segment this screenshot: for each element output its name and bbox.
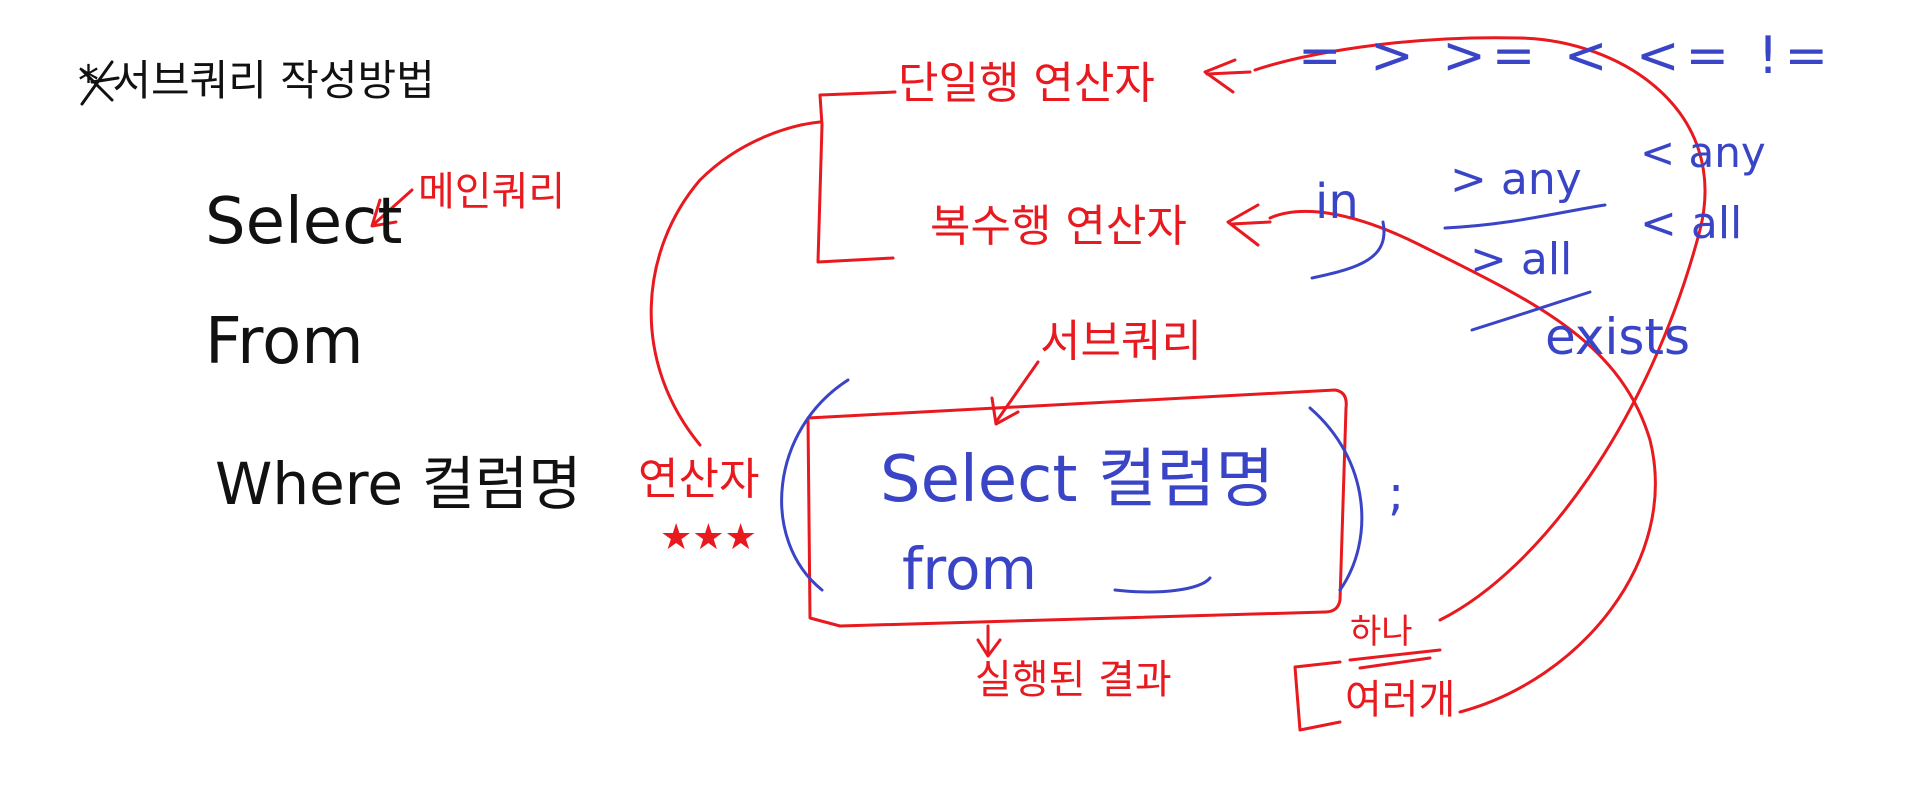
single-row-operator-list: = > >= < <= != bbox=[1298, 26, 1835, 86]
any-all-underline bbox=[1443, 203, 1607, 332]
one-underline bbox=[1348, 648, 1442, 670]
multi-row-arrow bbox=[1226, 203, 1272, 247]
main-from-keyword: From bbox=[205, 305, 364, 379]
op-lt-any: < any bbox=[1640, 128, 1766, 177]
subquery-semicolon: ; bbox=[1388, 466, 1405, 522]
op-in: in bbox=[1315, 174, 1359, 230]
operator-label: 연산자 bbox=[638, 454, 760, 505]
title-asterisk bbox=[80, 60, 120, 106]
main-query-label: 메인쿼리 bbox=[418, 169, 566, 215]
operator-bracket bbox=[816, 90, 897, 264]
op-gt-all: > all bbox=[1470, 234, 1573, 285]
subquery-label: 서브쿼리 bbox=[1040, 316, 1202, 367]
in-brace bbox=[1310, 220, 1386, 280]
importance-stars: ★★★ bbox=[660, 517, 757, 558]
single-row-operator-label: 단일행 연산자 bbox=[898, 58, 1155, 109]
single-row-arrow bbox=[1203, 58, 1252, 94]
title-text: * 서브쿼리 작성방법 bbox=[78, 56, 435, 105]
main-where-clause: Where 컬럼명 bbox=[215, 450, 582, 518]
main-query-arrow bbox=[370, 188, 414, 228]
subquery-open-paren bbox=[780, 378, 850, 592]
one-to-single-loop bbox=[1253, 36, 1707, 622]
result-one: 하나 bbox=[1350, 612, 1413, 652]
result-bracket bbox=[1293, 660, 1342, 732]
result-many: 여러개 bbox=[1345, 677, 1456, 723]
subquery-box bbox=[806, 388, 1348, 628]
subquery-close-paren bbox=[1308, 406, 1364, 592]
subquery-select-clause: Select 컬럼명 bbox=[880, 443, 1275, 517]
main-select-keyword: Select bbox=[205, 185, 403, 259]
result-arrow bbox=[976, 624, 1002, 658]
from-underline bbox=[1113, 576, 1212, 594]
many-to-multi-loop bbox=[1268, 209, 1657, 714]
subquery-from-keyword: from bbox=[902, 535, 1037, 603]
result-label: 실행된 결과 bbox=[975, 657, 1172, 703]
op-lt-all: < all bbox=[1640, 198, 1743, 249]
subquery-label-arrow bbox=[990, 360, 1040, 426]
operator-to-bracket-curve bbox=[649, 120, 822, 447]
op-exists: exists bbox=[1545, 308, 1691, 366]
op-gt-any: > any bbox=[1450, 154, 1582, 205]
multi-row-operator-label: 복수행 연산자 bbox=[930, 201, 1187, 252]
